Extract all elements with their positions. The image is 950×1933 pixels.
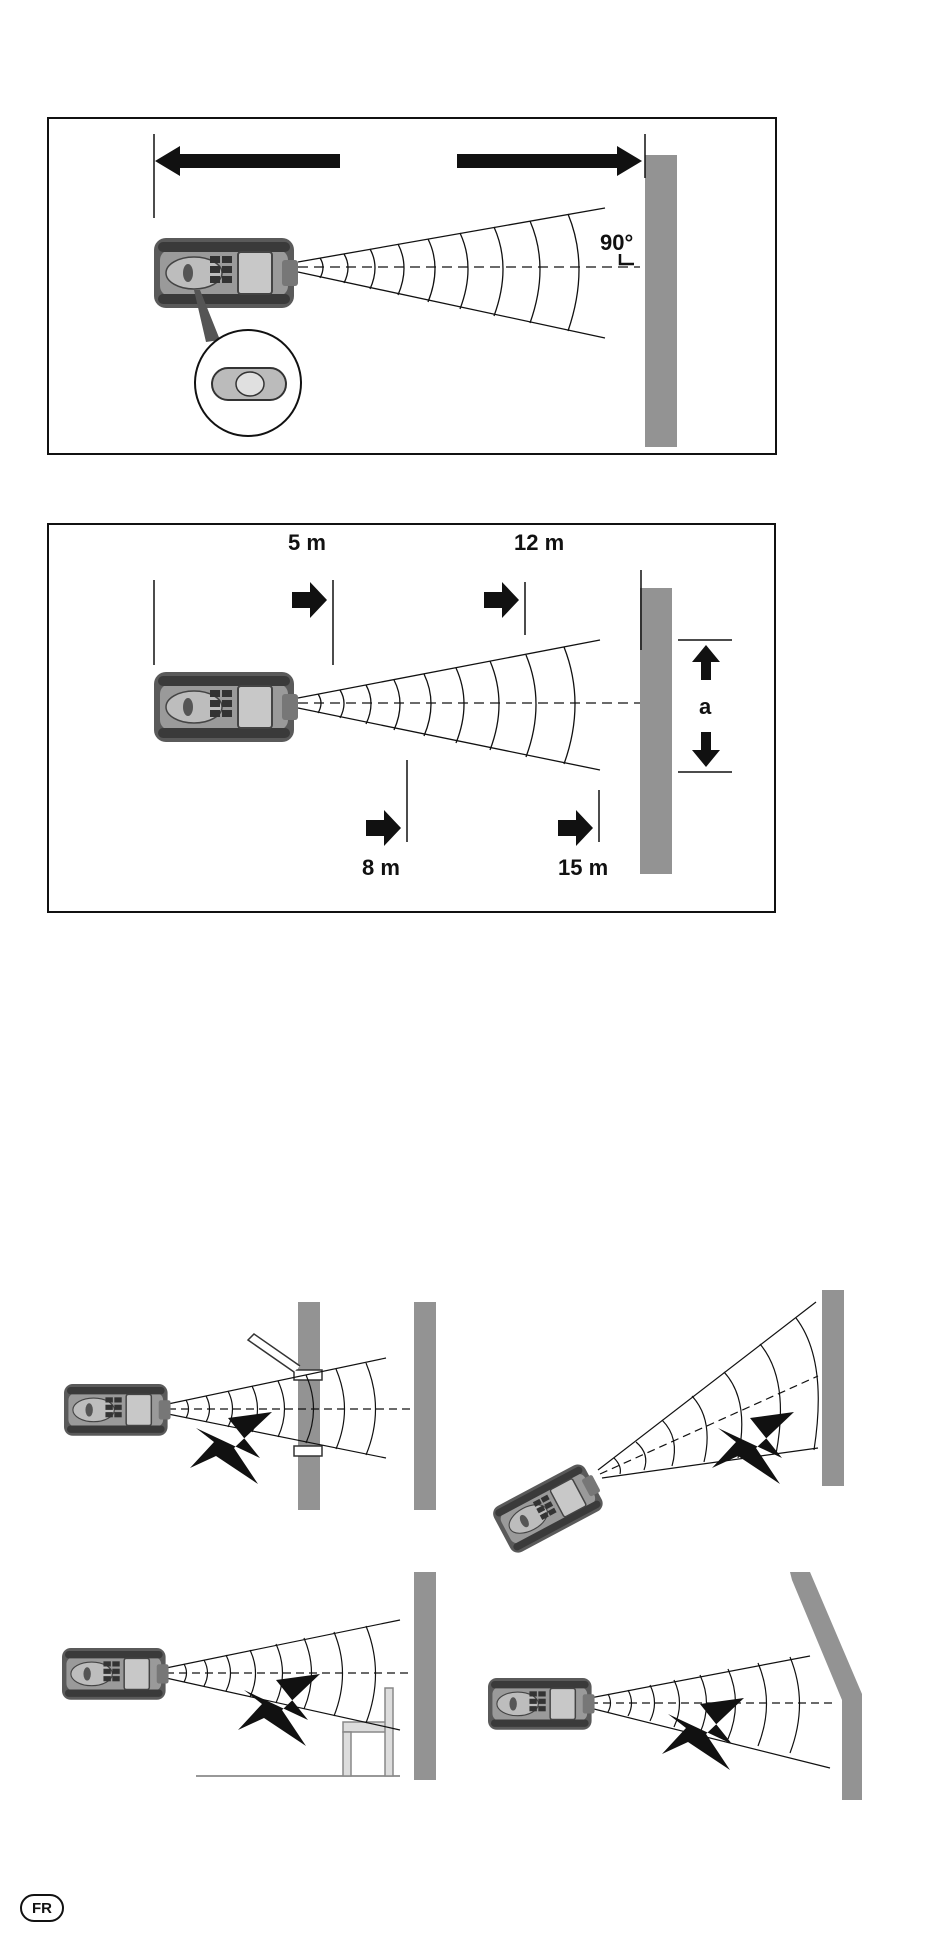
wall [645,155,677,447]
rangefinder-device [154,238,298,308]
gap-label: a [699,694,712,719]
rangefinder-device [154,672,298,742]
x-mark-icon [190,1412,272,1484]
incorrect-example-tilted [490,1290,844,1556]
figure-2-measuring-range: 5 m 12 m 8 m 15 m a [48,524,775,912]
language-badge: FR [20,1894,64,1922]
x-mark-icon [662,1698,744,1770]
x-mark-icon [712,1412,794,1484]
distance-label: 8 m [362,855,400,880]
angle-label: 90° [600,230,633,255]
figure-3-incorrect-usage [62,1290,862,1800]
figure-1-perpendicular-measurement: 90° [48,118,776,454]
distance-label: 12 m [514,530,564,555]
distance-label: 15 m [558,855,608,880]
incorrect-example-angled-wall [488,1572,862,1800]
incorrect-example-obstacle [64,1302,436,1510]
incorrect-example-object-in-path [62,1572,436,1780]
wall [640,588,672,874]
distance-label: 5 m [288,530,326,555]
